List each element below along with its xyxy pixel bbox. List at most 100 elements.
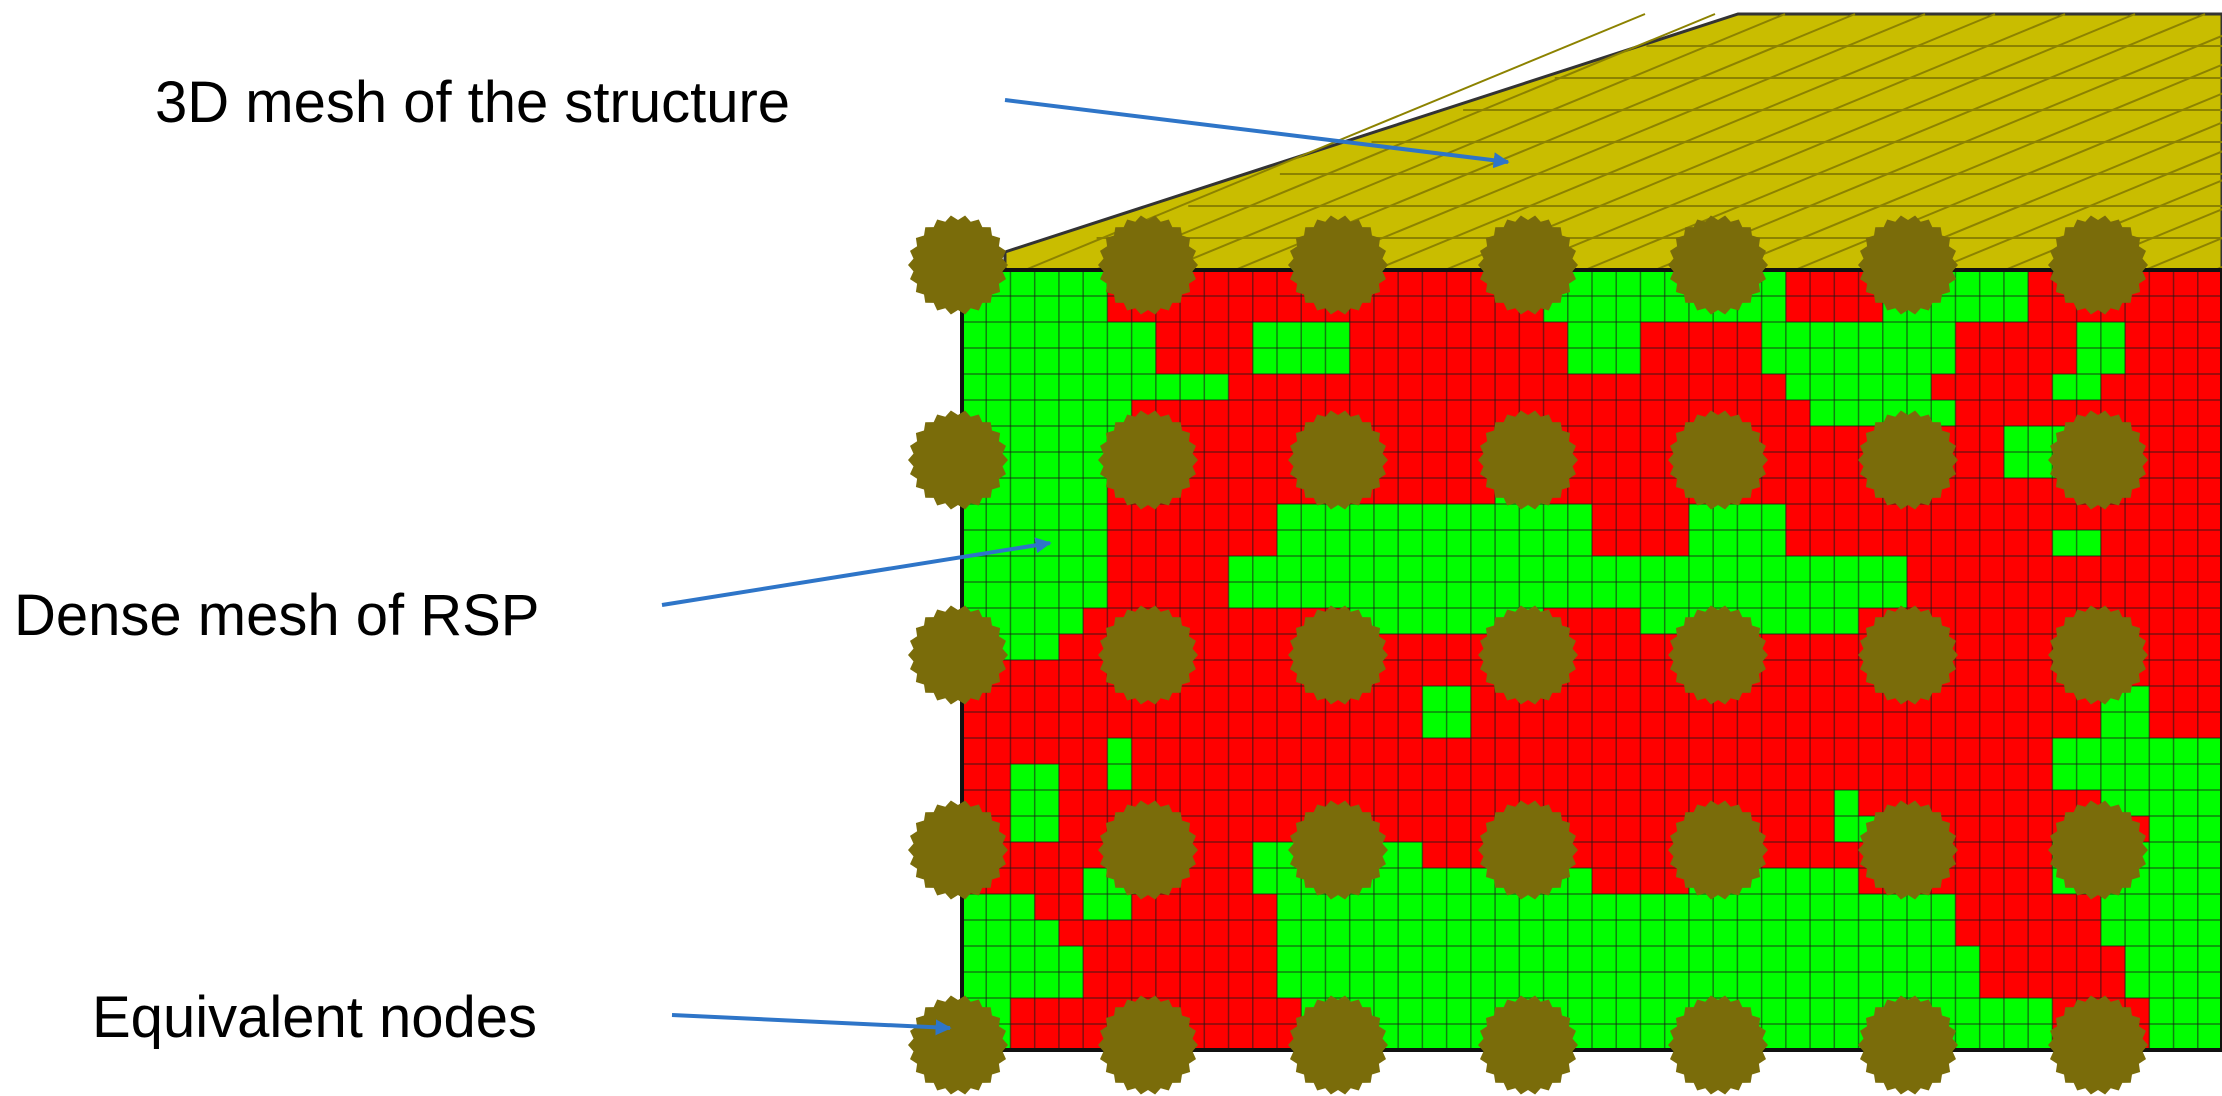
mesh-cell-red: [2149, 504, 2175, 531]
mesh-cell-red: [1058, 816, 1084, 843]
mesh-cell-red: [1810, 738, 1835, 765]
mesh-cell-red: [2197, 634, 2222, 661]
mesh-cell-green: [1083, 868, 1108, 895]
mesh-cell-red: [1398, 452, 1423, 479]
mesh-cell-green: [1422, 556, 1448, 583]
mesh-cell-red: [1446, 296, 1472, 323]
mesh-cell-green: [1010, 764, 1036, 791]
mesh-cell-red: [2125, 400, 2150, 427]
mesh-cell-green: [1713, 972, 1738, 999]
mesh-cell-red: [1204, 556, 1230, 583]
mesh-cell-green: [1761, 270, 1787, 297]
mesh-cell-green: [1519, 972, 1545, 999]
mesh-cell-red: [1931, 738, 1956, 765]
mesh-cell-green: [1083, 348, 1108, 375]
equivalent-node: [2048, 605, 2148, 705]
mesh-cell-red: [1277, 374, 1302, 401]
mesh-cell-red: [1592, 712, 1617, 739]
mesh-cell-red: [1907, 530, 1932, 557]
mesh-cell-green: [2173, 764, 2199, 791]
mesh-cell-red: [1810, 634, 1835, 661]
mesh-cell-green: [2076, 530, 2102, 557]
mesh-cell-red: [1834, 686, 1860, 713]
mesh-cell-red: [1979, 660, 2005, 687]
mesh-cell-red: [1640, 374, 1666, 401]
mesh-cell-red: [2173, 452, 2199, 479]
mesh-cell-red: [1204, 478, 1230, 505]
mesh-cell-red: [2028, 400, 2053, 427]
top-grid-line: [1374, 13, 1996, 271]
mesh-cell-green: [986, 556, 1011, 583]
mesh-cell-red: [1252, 530, 1278, 557]
mesh-cell-red: [1277, 686, 1302, 713]
mesh-cell-red: [2149, 582, 2175, 609]
mesh-cell-red: [1785, 712, 1811, 739]
mesh-cell-green: [1519, 582, 1545, 609]
equivalent-node: [1288, 410, 1388, 510]
mesh-cell-red: [2003, 712, 2029, 739]
mesh-cell-red: [1252, 816, 1278, 843]
equivalent-node: [1288, 215, 1388, 315]
mesh-cell-green: [1688, 556, 1714, 583]
mesh-cell-green: [1785, 868, 1811, 895]
mesh-cell-red: [1979, 868, 2005, 895]
equivalent-nodes: [908, 215, 2148, 1095]
mesh-cell-red: [1931, 712, 1956, 739]
mesh-cell-green: [1713, 556, 1738, 583]
mesh-cell-red: [1931, 504, 1956, 531]
mesh-cell-red: [1180, 400, 1205, 427]
mesh-cell-red: [1616, 608, 1641, 635]
mesh-cell-red: [1228, 270, 1254, 297]
mesh-cell-red: [1664, 400, 1690, 427]
mesh-cell-red: [1252, 764, 1278, 791]
mesh-cell-red: [1180, 894, 1205, 921]
mesh-cell-red: [1470, 790, 1496, 817]
mesh-cell-red: [2197, 296, 2222, 323]
mesh-cell-red: [1761, 816, 1787, 843]
mesh-cell-red: [1252, 426, 1278, 453]
mesh-cell-green: [1834, 998, 1860, 1025]
mesh-cell-red: [1373, 322, 1399, 349]
equivalent-node: [1288, 605, 1388, 705]
mesh-cell-green: [1592, 894, 1617, 921]
mesh-cell-red: [1810, 790, 1835, 817]
mesh-cell-green: [1907, 946, 1932, 973]
mesh-cell-green: [1495, 582, 1520, 609]
mesh-cell-green: [1301, 972, 1326, 999]
mesh-cell-green: [2173, 868, 2199, 895]
mesh-cell-green: [1713, 946, 1738, 973]
mesh-cell-green: [1616, 998, 1641, 1025]
mesh-cell-red: [1640, 738, 1666, 765]
mesh-cell-green: [1640, 946, 1666, 973]
mesh-cell-red: [1204, 686, 1230, 713]
mesh-cell-red: [1737, 348, 1763, 375]
mesh-cell-red: [1446, 400, 1472, 427]
mesh-cell-red: [1810, 426, 1835, 453]
mesh-cell-red: [2173, 400, 2199, 427]
mesh-cell-red: [2173, 608, 2199, 635]
mesh-cell-green: [2149, 972, 2175, 999]
mesh-cell-red: [1713, 764, 1738, 791]
mesh-cell-green: [1446, 556, 1472, 583]
mesh-cell-green: [1034, 790, 1060, 817]
mesh-cell-green: [1567, 998, 1593, 1025]
mesh-cell-red: [2052, 920, 2078, 947]
arrow-3d-mesh: [1004, 98, 1510, 169]
mesh-cell-red: [1785, 478, 1811, 505]
mesh-cell-red: [2028, 816, 2053, 843]
mesh-cell-red: [1834, 634, 1860, 661]
mesh-cell-red: [2173, 374, 2199, 401]
mesh-cell-green: [962, 556, 987, 583]
mesh-cell-green: [2197, 842, 2222, 869]
mesh-cell-green: [1519, 946, 1545, 973]
mesh-cell-green: [1785, 608, 1811, 635]
mesh-cell-red: [1858, 530, 1884, 557]
mesh-cell-green: [1955, 946, 1981, 973]
mesh-cell-green: [1470, 582, 1496, 609]
mesh-cell-red: [1470, 400, 1496, 427]
mesh-cell-red: [2028, 478, 2053, 505]
mesh-cell-red: [1713, 738, 1738, 765]
mesh-cell-green: [1907, 322, 1932, 349]
mesh-cell-red: [1252, 400, 1278, 427]
mesh-cell-red: [1931, 556, 1956, 583]
